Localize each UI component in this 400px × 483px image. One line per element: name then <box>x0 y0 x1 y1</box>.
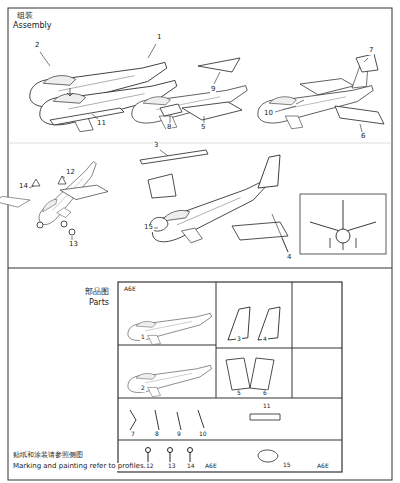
section-heading: Parts <box>88 299 110 308</box>
part-number: 5 <box>236 390 242 397</box>
part-number: 15 <box>282 462 292 469</box>
part-number: 11 <box>262 403 272 410</box>
sprue-code: A6E <box>316 463 330 470</box>
callout-number: 13 <box>68 241 79 249</box>
section-heading: Assembly <box>12 22 53 31</box>
part-number: 2 <box>140 385 146 392</box>
callout-number: 15 <box>143 224 154 232</box>
part-number: 14 <box>186 463 196 470</box>
part-number: 3 <box>236 336 242 343</box>
callout-number: 3 <box>153 142 159 150</box>
callout-number: 5 <box>200 124 206 132</box>
part-number: 4 <box>262 336 268 343</box>
section-heading: 部品图 <box>84 288 110 297</box>
part-number: 1 <box>140 334 146 341</box>
section-heading: 组装 <box>16 12 34 21</box>
callout-number: 10 <box>263 110 274 118</box>
sprue-code: A6E <box>204 463 218 470</box>
callout-number: 11 <box>96 120 107 128</box>
callout-number: 12 <box>65 169 76 177</box>
part-number: 6 <box>262 390 268 397</box>
callout-number: 8 <box>166 124 172 132</box>
part-number: 8 <box>154 431 160 438</box>
callout-number: 9 <box>210 86 216 94</box>
callout-number: 14 <box>18 183 29 191</box>
callout-number: 6 <box>360 133 366 141</box>
callout-number: 7 <box>368 47 374 55</box>
part-number: 7 <box>130 431 136 438</box>
part-number: 10 <box>198 431 208 438</box>
part-number: 13 <box>167 463 177 470</box>
callout-number: 2 <box>34 42 40 50</box>
part-number: 9 <box>176 431 182 438</box>
sprue-code: A6E <box>123 286 137 293</box>
callout-number: 4 <box>286 254 292 262</box>
note-text: Marking and painting refer to profiles. <box>12 463 147 471</box>
callout-number: 1 <box>156 34 162 42</box>
note-text: 贴纸和涂装请参照侧图 <box>12 452 84 460</box>
